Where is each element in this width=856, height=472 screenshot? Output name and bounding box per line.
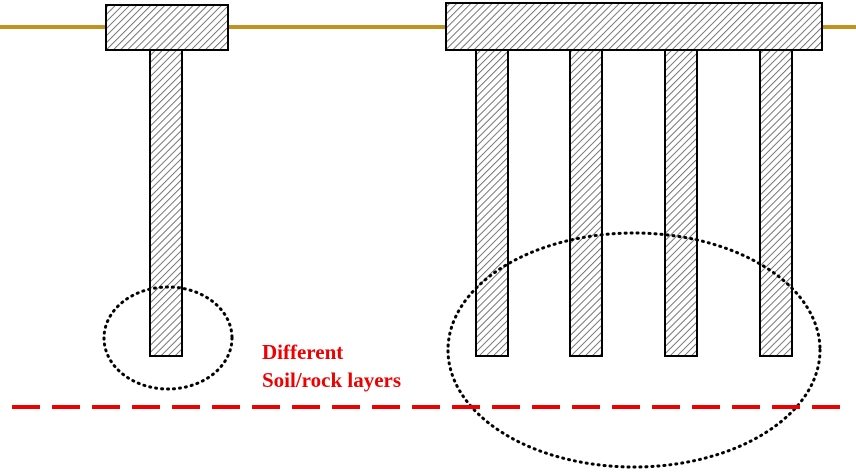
annotation-line-1: Different: [262, 340, 344, 364]
soil-layer-annotation: Different Soil/rock layers: [262, 338, 401, 394]
pile-group-shaft-3: [664, 49, 698, 357]
annotation-line-2: Soil/rock layers: [262, 368, 402, 392]
pile-group-influence-zone: [446, 231, 822, 469]
single-pile-influence-zone: [102, 285, 234, 391]
single-pile-shaft: [149, 49, 183, 357]
pile-group-shaft-4: [759, 49, 793, 357]
pile-group-shaft-2: [569, 49, 603, 357]
pile-group-cap: [445, 2, 823, 51]
pile-group-shaft-1: [475, 49, 509, 357]
single-pile-foundation: [105, 4, 229, 357]
pile-group-foundation: [445, 2, 823, 357]
single-pile-cap: [105, 4, 229, 51]
